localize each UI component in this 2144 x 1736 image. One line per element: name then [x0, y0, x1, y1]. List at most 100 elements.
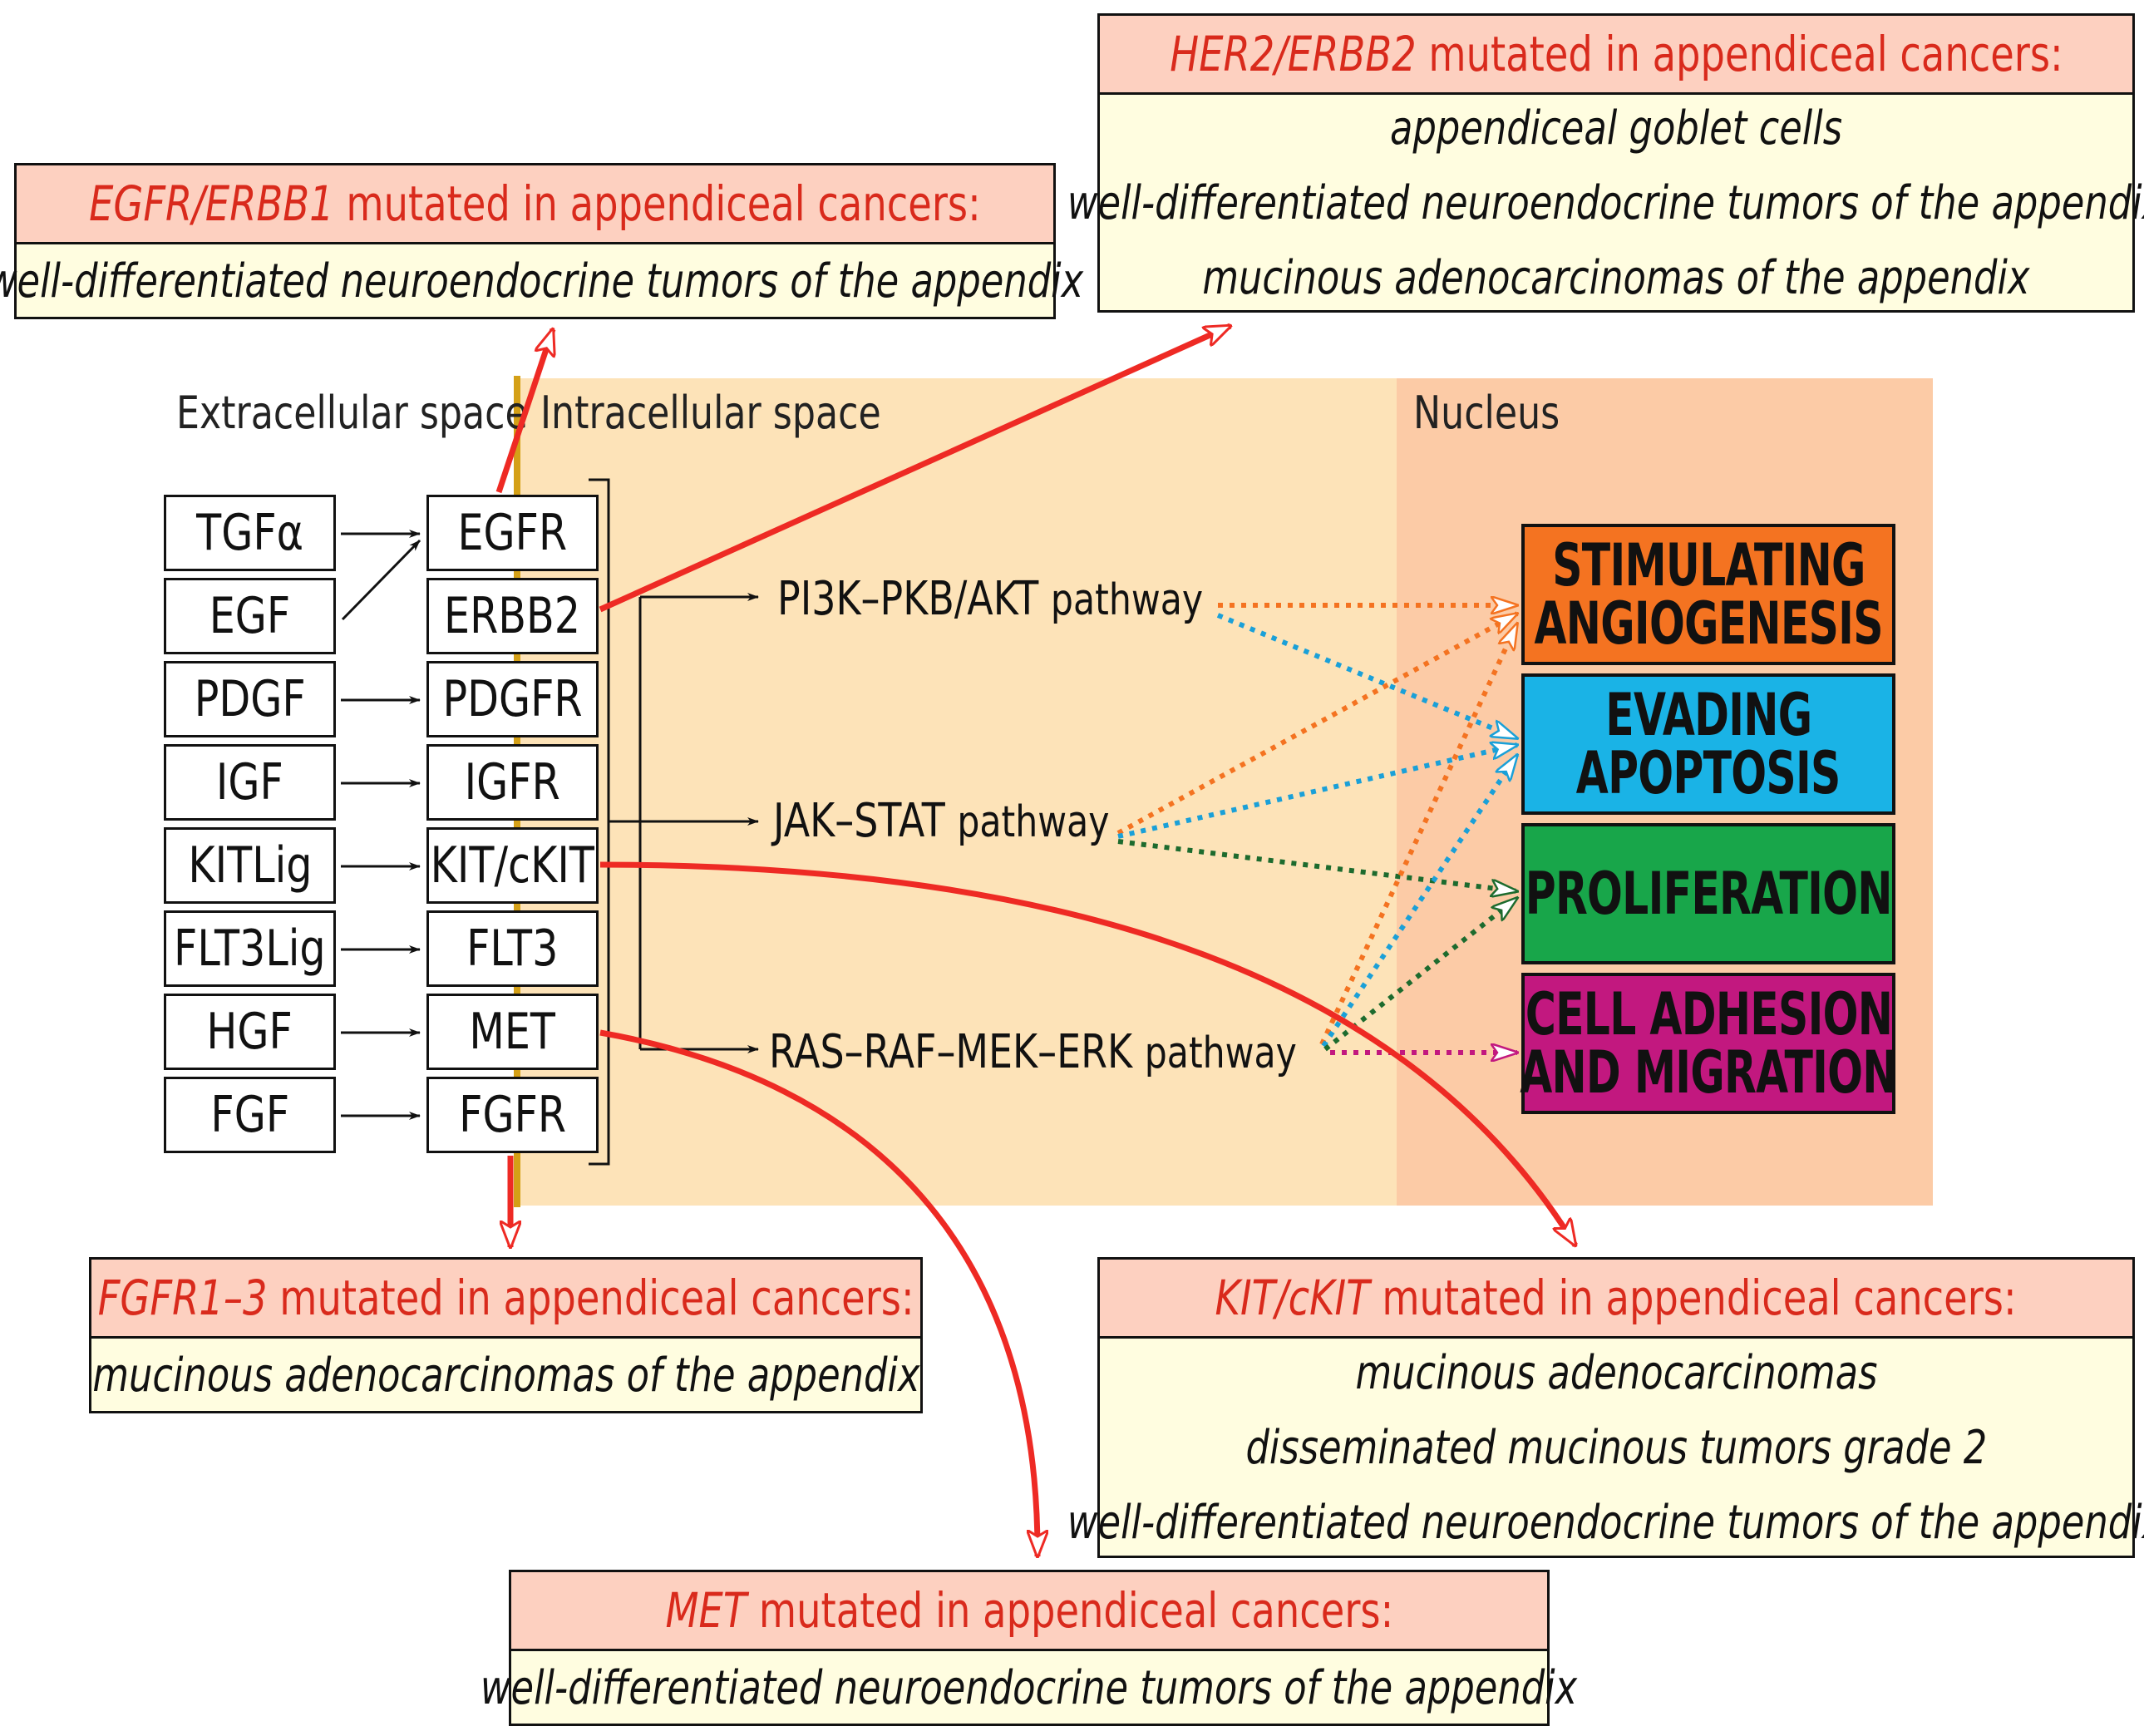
mutation-suffix: mutated in appendiceal cancers: — [1369, 1270, 2018, 1326]
arrow-egf-egfr — [341, 539, 421, 621]
mutation-body: appendiceal goblet cells well-differenti… — [1067, 95, 2144, 313]
outcome-angiogenesis: STIMULATING ANGIOGENESIS — [1521, 524, 1895, 665]
receptor-label: EGFR — [457, 504, 568, 562]
mutation-item: mucinous adenocarcinomas of the appendix — [91, 1349, 920, 1403]
outcome-line: PROLIFERATION — [1525, 860, 1892, 928]
arrow-jak-apoptosis — [1117, 745, 1517, 839]
outcome-line: ANGIOGENESIS — [1534, 589, 1883, 658]
arrow-ras-apoptosis — [1321, 755, 1517, 1048]
ligand-label: EGF — [209, 587, 291, 645]
mutation-item: well-differentiated neuroendocrine tumor… — [481, 1661, 1578, 1715]
mutation-header: MET mutated in appendiceal cancers: — [511, 1572, 1547, 1651]
mutation-item: well-differentiated neuroendocrine tumor… — [1067, 1496, 2144, 1550]
arrow-met-mutation — [599, 1029, 1037, 1556]
ligand-box: FLT3Lig — [164, 910, 336, 987]
receptor-box: PDGFR — [426, 661, 599, 737]
mutation-header: KIT/cKIT mutated in appendiceal cancers: — [1100, 1260, 2132, 1339]
receptor-box: EGFR — [426, 495, 599, 571]
pathway-label-ras-raf: RAS–RAF–MEK–ERK pathway — [769, 1025, 1297, 1079]
pathway-suffix: pathway — [1050, 575, 1204, 625]
ligand-label: PDGF — [194, 670, 306, 728]
arrow-egfr-mutation — [495, 329, 553, 494]
arrow-pi3k-apoptosis — [1216, 613, 1517, 741]
mutation-body: well-differentiated neuroendocrine tumor… — [0, 244, 1083, 319]
ligand-box: IGF — [164, 744, 336, 821]
mutation-arrows — [495, 323, 1575, 1556]
intracellular-label: Intracellular space — [540, 387, 881, 439]
ligand-label: HGF — [206, 1003, 293, 1061]
receptor-box: KIT/cKIT — [426, 827, 599, 904]
ligand-label: KITLig — [187, 836, 313, 895]
receptor-label: PDGFR — [442, 670, 583, 728]
outcome-cell-adhesion: CELL ADHESION AND MIGRATION — [1520, 973, 1897, 1114]
mutation-item: disseminated mucinous tumors grade 2 — [1245, 1421, 1987, 1475]
nucleus-label: Nucleus — [1413, 387, 1560, 439]
ligand-box: EGF — [164, 578, 336, 654]
mutation-item: well-differentiated neuroendocrine tumor… — [1067, 176, 2144, 230]
pathway-name: JAK–STAT — [773, 794, 945, 848]
mutation-box-met: MET mutated in appendiceal cancers: well… — [481, 1570, 1578, 1726]
receptor-box: ERBB2 — [426, 578, 599, 654]
receptor-label: IGFR — [464, 753, 561, 811]
intracellular-zone — [515, 378, 1397, 1206]
ligand-box: TGFα — [164, 495, 336, 571]
mutation-suffix: mutated in appendiceal cancers: — [1416, 26, 2063, 82]
receptor-label: ERBB2 — [444, 587, 581, 645]
outcome-line: STIMULATING — [1551, 531, 1866, 599]
mutation-box-her2: HER2/ERBB2 mutated in appendiceal cancer… — [1067, 13, 2144, 313]
receptor-label: FLT3 — [466, 920, 559, 978]
ligand-box: HGF — [164, 994, 336, 1070]
mutation-box-egfr: EGFR/ERBB1 mutated in appendiceal cancer… — [0, 163, 1083, 319]
outcome-arrows — [1116, 605, 1520, 1053]
mutation-body: well-differentiated neuroendocrine tumor… — [481, 1651, 1577, 1726]
mutation-header: FGFR1–3 mutated in appendiceal cancers: — [91, 1260, 920, 1339]
ligand-label: FLT3Lig — [174, 920, 326, 978]
ligand-label: IGF — [216, 753, 283, 811]
arrow-ras-angiogenesis — [1319, 624, 1520, 1046]
ligand-box: PDGF — [164, 661, 336, 737]
ligand-label: FGF — [210, 1086, 289, 1144]
outcome-line: EVADING — [1604, 681, 1812, 749]
pathway-suffix: pathway — [957, 797, 1110, 847]
receptor-label: FGFR — [459, 1086, 566, 1144]
outcome-proliferation: PROLIFERATION — [1521, 823, 1895, 964]
mutation-box-fgfr: FGFR1–3 mutated in appendiceal cancers: … — [89, 1257, 923, 1413]
mutation-gene: FGFR1–3 — [97, 1270, 268, 1326]
outcome-evading-apoptosis: EVADING APOPTOSIS — [1521, 673, 1895, 815]
pathway-label-pi3k: PI3K–PKB/AKT pathway — [777, 572, 1203, 626]
mutation-item: appendiceal goblet cells — [1389, 101, 1843, 155]
mutation-item: well-differentiated neuroendocrine tumor… — [0, 254, 1084, 308]
receptor-bracket — [589, 478, 610, 1166]
mutation-body: mucinous adenocarcinomas disseminated mu… — [1067, 1339, 2144, 1558]
mutation-item: mucinous adenocarcinomas of the appendix — [1202, 251, 2030, 305]
ligand-label: TGFα — [196, 504, 303, 562]
receptor-box: FGFR — [426, 1077, 599, 1153]
mutation-gene: KIT/cKIT — [1215, 1270, 1370, 1326]
outcome-line: APOPTOSIS — [1576, 739, 1841, 807]
mutation-header: HER2/ERBB2 mutated in appendiceal cancer… — [1100, 16, 2132, 95]
arrow-jak-angiogenesis — [1116, 614, 1517, 836]
mutation-header: EGFR/ERBB1 mutated in appendiceal cancer… — [17, 165, 1053, 244]
mutation-gene: EGFR/ERBB1 — [89, 175, 334, 232]
ligand-receptor-arrows — [341, 530, 421, 1120]
mutation-gene: MET — [665, 1582, 747, 1639]
outcome-line: CELL ADHESION — [1525, 980, 1892, 1048]
ligand-box: FGF — [164, 1077, 336, 1153]
mutation-suffix: mutated in appendiceal cancers: — [746, 1582, 1393, 1639]
pathway-connectors — [589, 478, 759, 1166]
receptor-box: FLT3 — [426, 910, 599, 987]
pathway-name: PI3K–PKB/AKT — [777, 572, 1039, 626]
pathway-suffix: pathway — [1144, 1028, 1297, 1078]
mutation-gene: HER2/ERBB2 — [1169, 26, 1417, 82]
receptor-label: MET — [469, 1003, 556, 1061]
receptor-box: MET — [426, 994, 599, 1070]
pathway-name: RAS–RAF–MEK–ERK — [769, 1025, 1133, 1079]
mutation-suffix: mutated in appendiceal cancers: — [333, 175, 981, 232]
pathway-label-jak-stat: JAK–STAT pathway — [773, 794, 1110, 848]
arrow-her2-mutation — [599, 323, 1230, 613]
mutation-item: mucinous adenocarcinomas — [1355, 1346, 1877, 1400]
arrow-jak-proliferation — [1117, 839, 1517, 891]
outcome-line: AND MIGRATION — [1520, 1038, 1897, 1107]
